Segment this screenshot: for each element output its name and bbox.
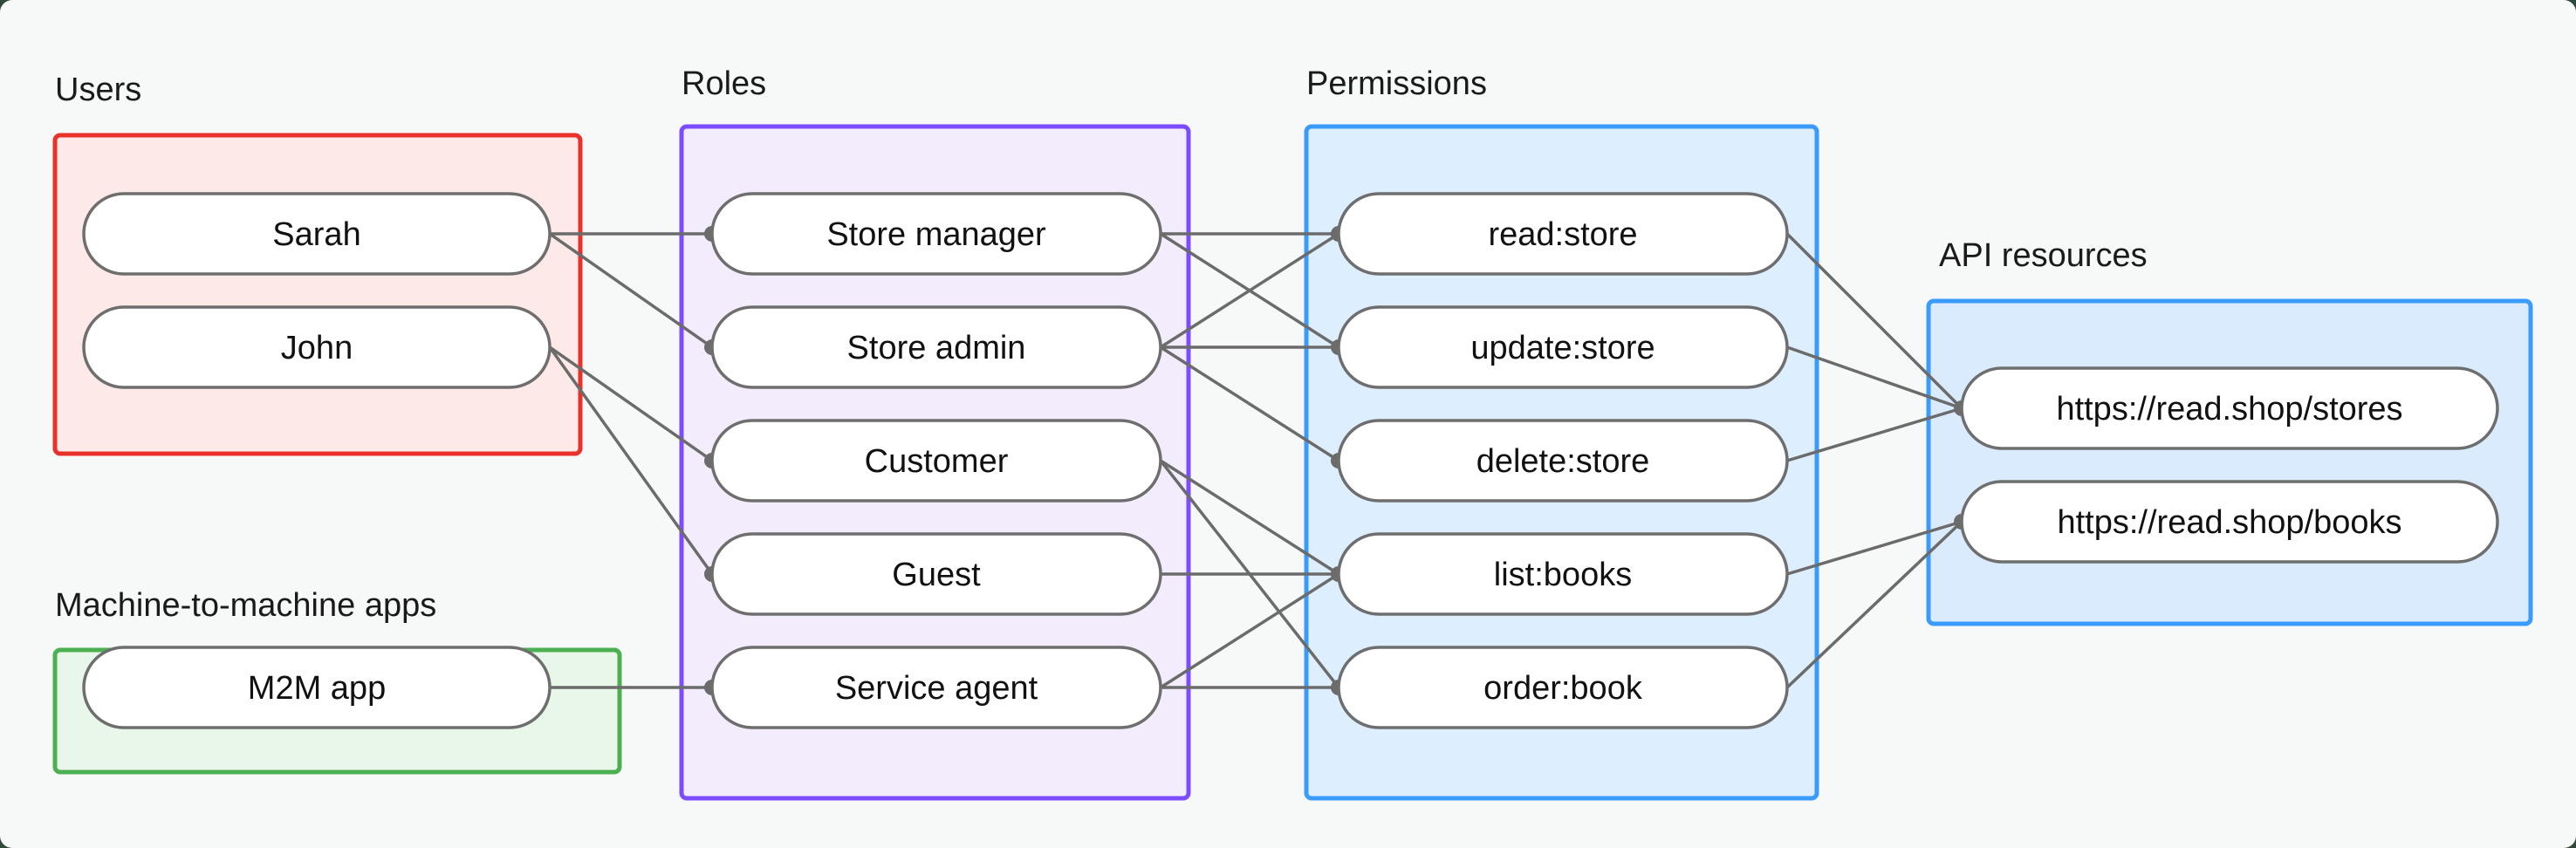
node-pill-delete-store[interactable]	[1337, 419, 1789, 503]
node-pill-store-manager[interactable]	[710, 192, 1162, 276]
node-label-store-manager: Store manager	[826, 216, 1046, 253]
node-pill-books[interactable]	[1960, 480, 2499, 564]
edge-sarah-to-store-admin	[548, 232, 714, 349]
node-label-update-store: update:store	[1470, 330, 1655, 366]
edge-list-books-to-books	[1786, 520, 1963, 576]
node-pill-stores[interactable]	[1960, 366, 2499, 450]
edge-order-book-to-books	[1785, 520, 1963, 689]
node-pill-customer[interactable]	[710, 419, 1162, 503]
edge-store-admin-to-delete-store	[1160, 345, 1339, 462]
group-box-users	[52, 133, 583, 456]
node-john[interactable]: John	[82, 305, 552, 389]
node-order-book[interactable]: order:book	[1337, 646, 1789, 729]
node-label-customer: Customer	[865, 443, 1009, 480]
node-read-store[interactable]: read:store	[1337, 192, 1789, 276]
node-customer[interactable]: Customer	[710, 419, 1162, 503]
edge-customer-to-list-books	[1160, 459, 1339, 576]
edge-update-store-to-stores	[1786, 345, 1963, 410]
node-m2m-app[interactable]: M2M app	[82, 646, 552, 729]
group-title-api: API resources	[1939, 237, 2148, 274]
edge-john-to-guest	[548, 345, 714, 576]
node-label-order-book: order:book	[1483, 670, 1643, 707]
group-title-roles: Roles	[682, 65, 766, 102]
node-label-service-agent: Service agent	[835, 670, 1038, 707]
group-box-api	[1926, 298, 2533, 626]
node-label-john: John	[281, 330, 353, 366]
node-pill-read-store[interactable]	[1337, 192, 1789, 276]
node-label-list-books: list:books	[1494, 557, 1632, 593]
node-pill-order-book[interactable]	[1337, 646, 1789, 729]
node-label-store-admin: Store admin	[847, 330, 1026, 366]
node-pill-m2m-app[interactable]	[82, 646, 552, 729]
node-label-delete-store: delete:store	[1476, 443, 1650, 480]
node-label-read-store: read:store	[1488, 216, 1637, 253]
node-pill-sarah[interactable]	[82, 192, 552, 276]
node-update-store[interactable]: update:store	[1337, 305, 1789, 389]
node-books[interactable]: https://read.shop/books	[1960, 480, 2499, 564]
node-store-admin[interactable]: Store admin	[710, 305, 1162, 389]
edges-layer	[548, 226, 1970, 695]
node-pill-list-books[interactable]	[1337, 532, 1789, 616]
group-title-m2m: Machine-to-machine apps	[55, 587, 436, 624]
node-service-agent[interactable]: Service agent	[710, 646, 1162, 729]
node-label-guest: Guest	[892, 557, 981, 593]
node-label-books: https://read.shop/books	[2057, 504, 2401, 541]
group-title-permissions: Permissions	[1306, 65, 1487, 102]
node-pill-store-admin[interactable]	[710, 305, 1162, 389]
node-store-manager[interactable]: Store manager	[710, 192, 1162, 276]
node-sarah[interactable]: Sarah	[82, 192, 552, 276]
edge-john-to-customer	[548, 345, 714, 462]
edge-service-agent-to-list-books	[1160, 572, 1339, 689]
node-pill-guest[interactable]	[710, 532, 1162, 616]
node-stores[interactable]: https://read.shop/stores	[1960, 366, 2499, 450]
node-guest[interactable]: Guest	[710, 532, 1162, 616]
edge-store-admin-to-read-store	[1160, 232, 1339, 349]
node-label-sarah: Sarah	[272, 216, 360, 253]
group-title-users: Users	[55, 72, 141, 108]
edge-read-store-to-stores	[1785, 232, 1963, 410]
node-pill-service-agent[interactable]	[710, 646, 1162, 729]
node-label-m2m-app: M2M app	[248, 670, 386, 707]
node-pill-john[interactable]	[82, 305, 552, 389]
edge-delete-store-to-stores	[1786, 407, 1963, 462]
node-list-books[interactable]: list:books	[1337, 532, 1789, 616]
node-delete-store[interactable]: delete:store	[1337, 419, 1789, 503]
node-label-stores: https://read.shop/stores	[2056, 391, 2402, 427]
node-pill-update-store[interactable]	[1337, 305, 1789, 389]
